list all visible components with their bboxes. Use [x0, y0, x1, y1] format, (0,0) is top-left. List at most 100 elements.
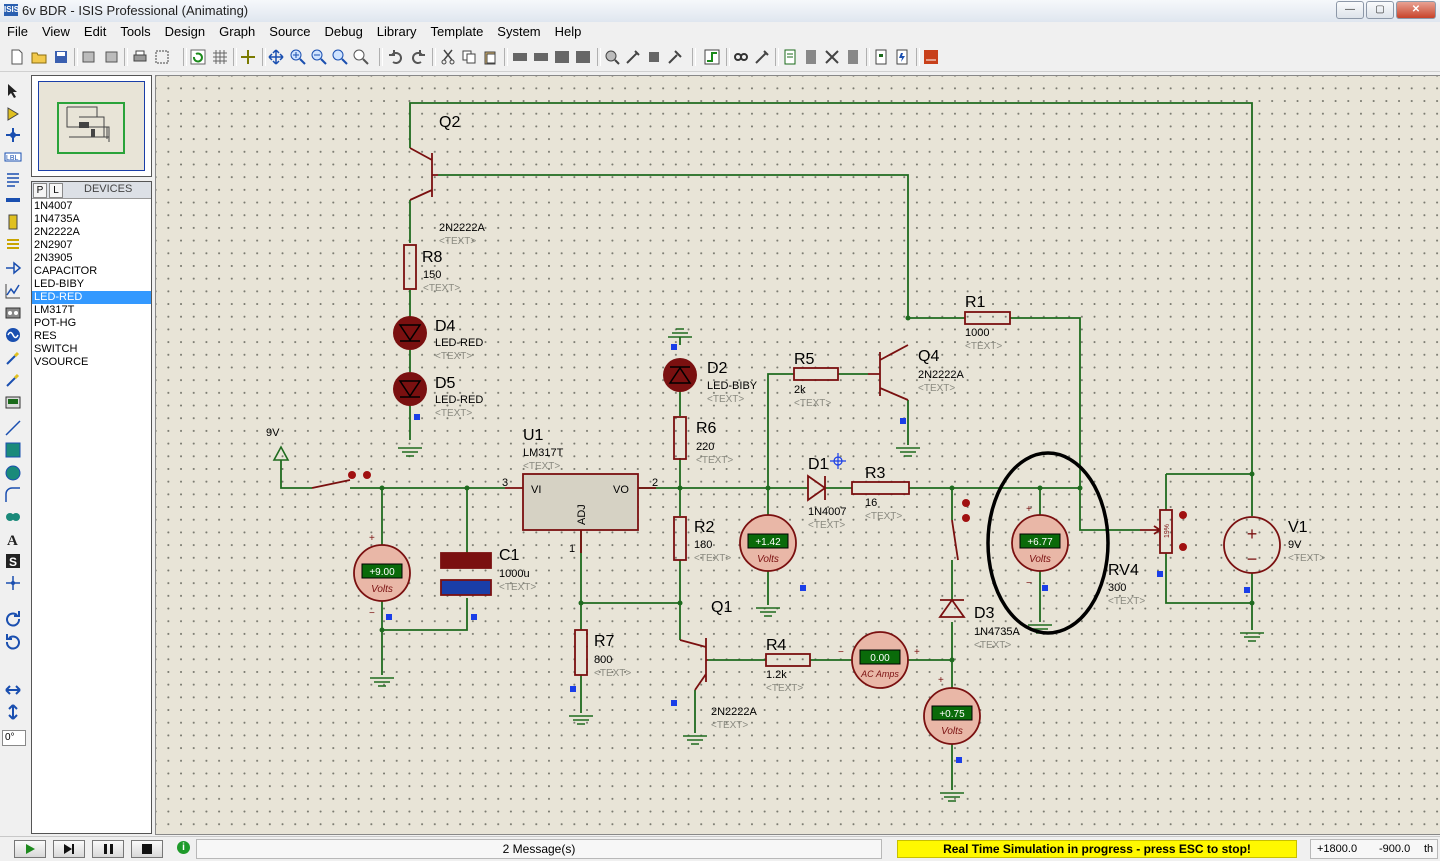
- junction-dot-icon[interactable]: [4, 126, 22, 144]
- tape-recorder-icon[interactable]: [4, 304, 22, 322]
- block-rotate-icon[interactable]: [554, 49, 570, 65]
- virtual-instrument-icon[interactable]: [4, 393, 22, 411]
- rotation-angle-field[interactable]: 0°: [2, 730, 26, 746]
- mirror-x-icon[interactable]: [4, 681, 22, 699]
- text-tool-icon[interactable]: A: [4, 530, 22, 548]
- zoom-area-icon[interactable]: [353, 49, 369, 65]
- selection-mode-icon[interactable]: [4, 82, 22, 100]
- list-item[interactable]: LED-BIBY: [34, 278, 85, 290]
- decompose-icon[interactable]: [667, 49, 683, 65]
- cut-icon[interactable]: [440, 49, 456, 65]
- netlist-icon[interactable]: [894, 49, 910, 65]
- pick-device-tab[interactable]: P: [33, 183, 47, 198]
- block-delete-icon[interactable]: [575, 49, 591, 65]
- arc-tool-icon[interactable]: [4, 486, 22, 504]
- menu-library[interactable]: Library: [376, 24, 417, 39]
- menu-debug[interactable]: Debug: [324, 24, 363, 39]
- list-item[interactable]: 1N4007: [34, 200, 73, 212]
- schematic-drawing[interactable]: +9.00 Volts +− +1.42 Volts +6.77 Volts +…: [155, 75, 1440, 833]
- mirror-y-icon[interactable]: [4, 703, 22, 721]
- menu-view[interactable]: View: [41, 24, 70, 39]
- open-folder-icon[interactable]: [31, 49, 47, 65]
- schematic-canvas[interactable]: [155, 75, 1440, 835]
- print-icon[interactable]: [132, 49, 148, 65]
- origin-icon[interactable]: [240, 49, 256, 65]
- current-probe-icon[interactable]: [4, 371, 22, 389]
- close-button[interactable]: ✕: [1396, 1, 1436, 19]
- list-item-selected[interactable]: LED-RED: [32, 291, 151, 304]
- path-tool-icon[interactable]: [4, 508, 22, 526]
- generator-icon[interactable]: [4, 326, 22, 344]
- import-icon[interactable]: [81, 49, 97, 65]
- sim-play-button[interactable]: [14, 840, 46, 858]
- maximize-button[interactable]: ▢: [1366, 1, 1394, 19]
- list-item[interactable]: 2N2907: [34, 239, 73, 251]
- electrical-rules-icon[interactable]: [873, 49, 889, 65]
- voltmeter-9v[interactable]: +9.00 Volts +−: [353, 533, 411, 619]
- exit-to-parent-icon[interactable]: [824, 49, 840, 65]
- remove-sheet-icon[interactable]: [803, 49, 819, 65]
- list-item[interactable]: 2N2222A: [34, 226, 80, 238]
- list-item[interactable]: SWITCH: [34, 343, 78, 355]
- ares-icon[interactable]: [923, 49, 939, 65]
- export-icon[interactable]: [103, 49, 119, 65]
- menu-design[interactable]: Design: [164, 24, 206, 39]
- redo-icon[interactable]: [410, 49, 426, 65]
- rotate-clockwise-icon[interactable]: [4, 610, 22, 628]
- new-file-icon[interactable]: [9, 49, 25, 65]
- save-icon[interactable]: [53, 49, 69, 65]
- search-tag-icon[interactable]: [733, 49, 749, 65]
- box-tool-icon[interactable]: [4, 441, 22, 459]
- property-tool-icon[interactable]: [754, 49, 770, 65]
- zoom-in-icon[interactable]: [290, 49, 306, 65]
- pick-device-icon[interactable]: [604, 49, 620, 65]
- menu-system[interactable]: System: [497, 24, 541, 39]
- zoom-out-icon[interactable]: [311, 49, 327, 65]
- block-copy-icon[interactable]: [512, 49, 528, 65]
- terminal-icon[interactable]: [4, 235, 22, 253]
- list-item[interactable]: LM317T: [34, 304, 75, 316]
- menu-source[interactable]: Source: [269, 24, 311, 39]
- info-icon[interactable]: i: [177, 841, 190, 854]
- list-item[interactable]: RES: [34, 330, 57, 342]
- library-manager-tab[interactable]: L: [49, 183, 63, 198]
- wire-label-icon[interactable]: LBL: [4, 148, 22, 166]
- ammeter[interactable]: 0.00 AC Amps −+: [838, 631, 920, 689]
- list-item[interactable]: 2N3905: [34, 252, 73, 264]
- block-move-icon[interactable]: [533, 49, 549, 65]
- list-item[interactable]: 1N4735A: [34, 213, 80, 225]
- minimize-button[interactable]: —: [1336, 1, 1364, 19]
- refresh-icon[interactable]: [190, 49, 206, 65]
- grid-icon[interactable]: [212, 49, 228, 65]
- menu-tools[interactable]: Tools: [120, 24, 151, 39]
- graph-mode-icon[interactable]: [4, 282, 22, 300]
- menu-template[interactable]: Template: [430, 24, 484, 39]
- paste-icon[interactable]: [482, 49, 498, 65]
- package-tool-icon[interactable]: [646, 49, 662, 65]
- marker-tool-icon[interactable]: [4, 574, 22, 592]
- device-pin-icon[interactable]: [4, 259, 22, 277]
- copy-icon[interactable]: [461, 49, 477, 65]
- line-tool-icon[interactable]: [4, 419, 22, 437]
- pan-icon[interactable]: [268, 49, 284, 65]
- wire-autorouter-icon[interactable]: [704, 49, 720, 65]
- overview-view-rect[interactable]: [57, 102, 125, 154]
- component-mode-icon[interactable]: [4, 105, 22, 123]
- voltage-probe-icon[interactable]: [4, 349, 22, 367]
- make-device-icon[interactable]: [625, 49, 641, 65]
- menu-graph[interactable]: Graph: [219, 24, 256, 39]
- menu-edit[interactable]: Edit: [83, 24, 107, 39]
- voltmeter-zener[interactable]: +0.75 Volts +: [923, 675, 981, 745]
- voltmeter-vout[interactable]: +1.42 Volts: [739, 514, 797, 572]
- subcircuit-icon[interactable]: [4, 213, 22, 231]
- undo-icon[interactable]: [388, 49, 404, 65]
- message-count[interactable]: 2 Message(s): [196, 839, 882, 859]
- sim-stop-button[interactable]: [131, 840, 163, 858]
- menu-file[interactable]: File: [7, 24, 28, 39]
- rotate-anticlockwise-icon[interactable]: [4, 633, 22, 651]
- voltmeter-battery[interactable]: +6.77 Volts +−: [1011, 504, 1069, 589]
- sim-step-button[interactable]: [53, 840, 85, 858]
- circle-tool-icon[interactable]: [4, 464, 22, 482]
- print-area-icon[interactable]: [154, 49, 170, 65]
- symbol-tool-icon[interactable]: S: [4, 552, 22, 570]
